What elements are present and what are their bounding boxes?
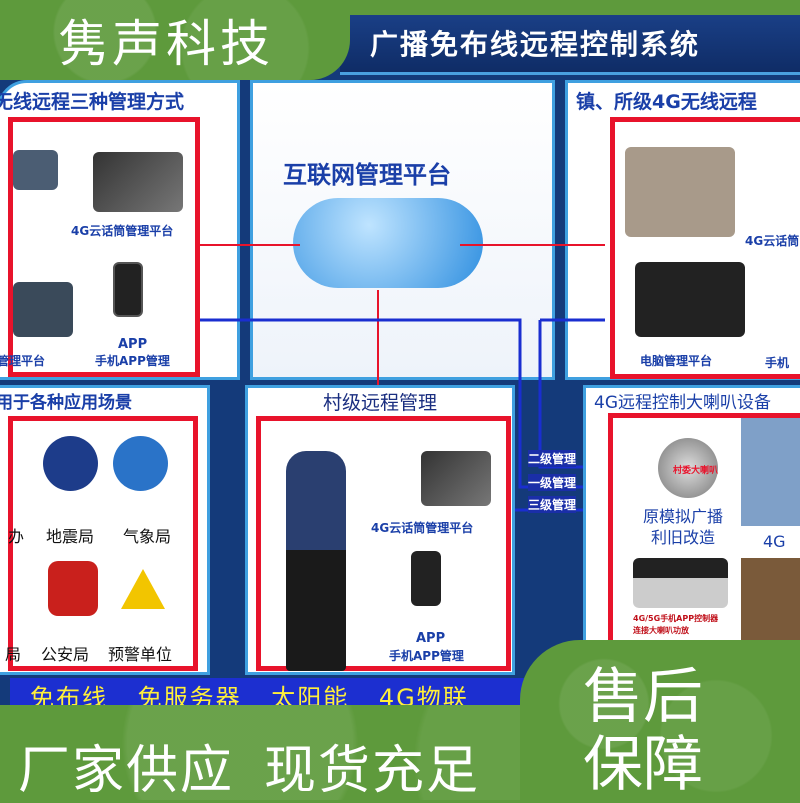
app-sub-label: 手机APP管理 — [389, 649, 464, 663]
earthquake-bureau-logo — [43, 436, 98, 491]
arrow-label-level2: 二级管理 — [528, 450, 577, 467]
scenario-label: 局 — [5, 645, 22, 664]
red-frame: 办 地震局 气象局 局 公安局 预警单位 — [5, 416, 198, 671]
microphone-icon — [421, 451, 491, 506]
weather-bureau-logo — [113, 436, 168, 491]
device-label: 4G/5G手机APP控制器 — [633, 614, 719, 623]
scenario-label: 办 — [8, 527, 25, 546]
police-badge-icon — [48, 561, 98, 616]
caption: 原模拟广播 — [643, 507, 724, 526]
mic-label: 4G云话筒管理平台 — [371, 521, 474, 535]
person-photo — [286, 451, 346, 671]
cloud-icon — [293, 198, 483, 288]
after-sales-line: 保障 — [583, 730, 703, 800]
app-label: 手机 — [765, 356, 790, 370]
red-frame: 4G云话筒管理平台 APP 手机APP管理 — [256, 416, 511, 671]
pole-speaker-photo — [741, 418, 800, 526]
scenario-label: 地震局 — [46, 527, 95, 546]
panel-title: 镇、所级4G无线远程 — [576, 91, 757, 113]
pc-label: 电脑管理平台 — [0, 354, 46, 368]
scenario-label: 气象局 — [123, 527, 172, 546]
monitor-room-image — [13, 150, 58, 190]
panel-title: 无线远程三种管理方式 — [0, 91, 185, 113]
corner-band — [520, 640, 800, 800]
pc-label: 电脑管理平台 — [640, 354, 713, 368]
panel-title: 村级远程管理 — [322, 392, 437, 414]
phone-icon — [113, 262, 143, 317]
scenario-label: 公安局 — [41, 645, 90, 664]
app-sub-label: 手机APP管理 — [95, 354, 170, 368]
after-sales-line: 售后 — [583, 662, 703, 732]
app-label: APP — [118, 337, 148, 352]
system-title: 广播免布线远程控制系统 — [340, 15, 800, 75]
controller-device — [633, 558, 728, 608]
red-frame: 村委大喇叭 原模拟广播 利旧改造 4G/5G手机APP控制器 连接大喇叭功放 4… — [608, 413, 800, 658]
slogan-part: 现货充足 — [264, 741, 481, 801]
slogan-part: 厂家供应 — [18, 741, 235, 801]
red-frame: 4G云话筒 电脑管理平台 手机 — [610, 117, 800, 379]
caption: 利旧改造 — [651, 528, 716, 547]
feature-banner: 免布线 免服务器 太阳能 4G物联 — [10, 678, 530, 706]
warning-icon — [121, 569, 165, 609]
arrow-label-level1: 一级管理 — [528, 474, 577, 491]
arrow-label-level3: 三级管理 — [528, 496, 577, 513]
panel-town-remote: 镇、所级4G无线远程 4G云话筒 电脑管理平台 手机 — [565, 80, 800, 380]
speaker-tag: 村委大喇叭 — [673, 466, 719, 476]
after-sales: 售后 保障 — [583, 665, 723, 797]
microphone-icon — [93, 152, 183, 212]
panel-scenarios: 用于各种应用场景 办 地震局 气象局 局 公安局 预警单位 — [0, 385, 210, 675]
panel-village-remote: 村级远程管理 4G云话筒管理平台 APP 手机APP管理 — [245, 385, 515, 675]
scenario-label: 预警单位 — [108, 645, 173, 664]
panel-title: 4G远程控制大喇叭设备 — [594, 393, 771, 413]
device-label: 连接大喇叭功放 — [633, 626, 689, 635]
speaker-horn-icon — [658, 438, 718, 498]
slogan: 厂家供应现货充足 — [18, 728, 510, 803]
computer-icon — [635, 262, 745, 337]
panel-title: 用于各种应用场景 — [0, 393, 132, 413]
panel-internet-platform: 互联网管理平台 — [250, 80, 555, 380]
phone-icon — [411, 551, 441, 606]
panel-management-modes: 无线远程三种管理方式 4G云话筒管理平台 APP 手机APP管理 电脑管理平台 — [0, 80, 240, 380]
side-label: 4G — [763, 532, 786, 551]
meeting-photo — [625, 147, 735, 237]
app-label: APP — [416, 631, 446, 646]
brand-name: 隽声科技 — [0, 0, 350, 80]
computer-icon — [13, 282, 73, 337]
platform-title: 互联网管理平台 — [283, 161, 451, 189]
mic-label: 4G云话筒管理平台 — [71, 224, 174, 238]
mic-label: 4G云话筒 — [745, 234, 800, 248]
panel-speaker-devices: 4G远程控制大喇叭设备 村委大喇叭 原模拟广播 利旧改造 4G/5G手机APP控… — [583, 385, 800, 658]
red-frame: 4G云话筒管理平台 APP 手机APP管理 电脑管理平台 — [0, 117, 200, 377]
